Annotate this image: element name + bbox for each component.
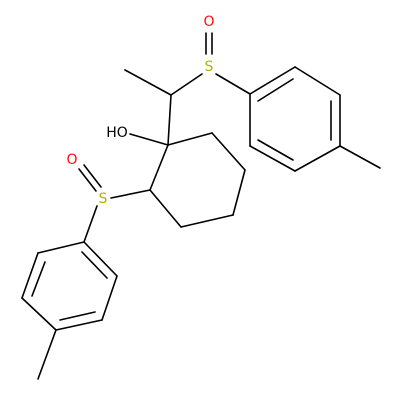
bond-s-left-o-double-a (78, 168, 97, 192)
cyclohexane-bond-4 (180, 214, 234, 228)
atom-hydroxyl: HO (106, 125, 128, 141)
cyclohexane-bond-1 (167, 132, 213, 146)
ring-left-inner-1 (31, 261, 46, 297)
ring-left-bond-4 (55, 319, 103, 331)
bond-methyl-ch (124, 69, 172, 96)
bond-ch-c-quaternary (167, 94, 172, 146)
atom-labels: O S HO O S (66, 14, 214, 207)
atom-o-sulfoxide-left: O (66, 152, 77, 168)
ring-left-bond-1 (37, 241, 85, 254)
cyclohexane-bond-5 (149, 189, 182, 228)
bond-ring-right-methyl (339, 145, 381, 169)
cyclohexane-bond-3 (232, 169, 246, 216)
atom-o-sulfoxide-top: O (203, 14, 214, 30)
bond-c-s-left (110, 189, 151, 199)
bond-s-top-ring-right (215, 73, 251, 95)
ring-right-inner-3 (257, 139, 294, 161)
ring-right-inner-1 (257, 78, 294, 102)
bond-s-left-ring-left (83, 205, 98, 243)
bond-s-left-o-double-b (83, 164, 102, 188)
bond-ch-s-top (170, 73, 203, 96)
ring-right-bond-4 (294, 145, 341, 172)
ring-left-bond-5 (101, 275, 118, 321)
bond-ring-left-methyl (37, 329, 57, 380)
ring-right-bond-5 (249, 145, 296, 172)
bond-c-oh (129, 133, 169, 146)
ring-right-bond-2 (294, 66, 341, 96)
ring-left-inner-2 (59, 311, 96, 321)
ring-left-bond-3 (21, 297, 57, 331)
atom-s-left: S (99, 191, 108, 207)
bonds (21, 32, 381, 380)
ring-left-bond-2 (21, 252, 39, 299)
ring-right-bond-1 (249, 66, 296, 95)
ring-left-inner-3 (81, 251, 108, 279)
cyclohexane-bond-2 (211, 132, 246, 171)
cyclohexane-bond-6 (149, 144, 169, 191)
atom-s-top: S (205, 59, 214, 75)
ring-left-bond-6 (83, 241, 118, 277)
